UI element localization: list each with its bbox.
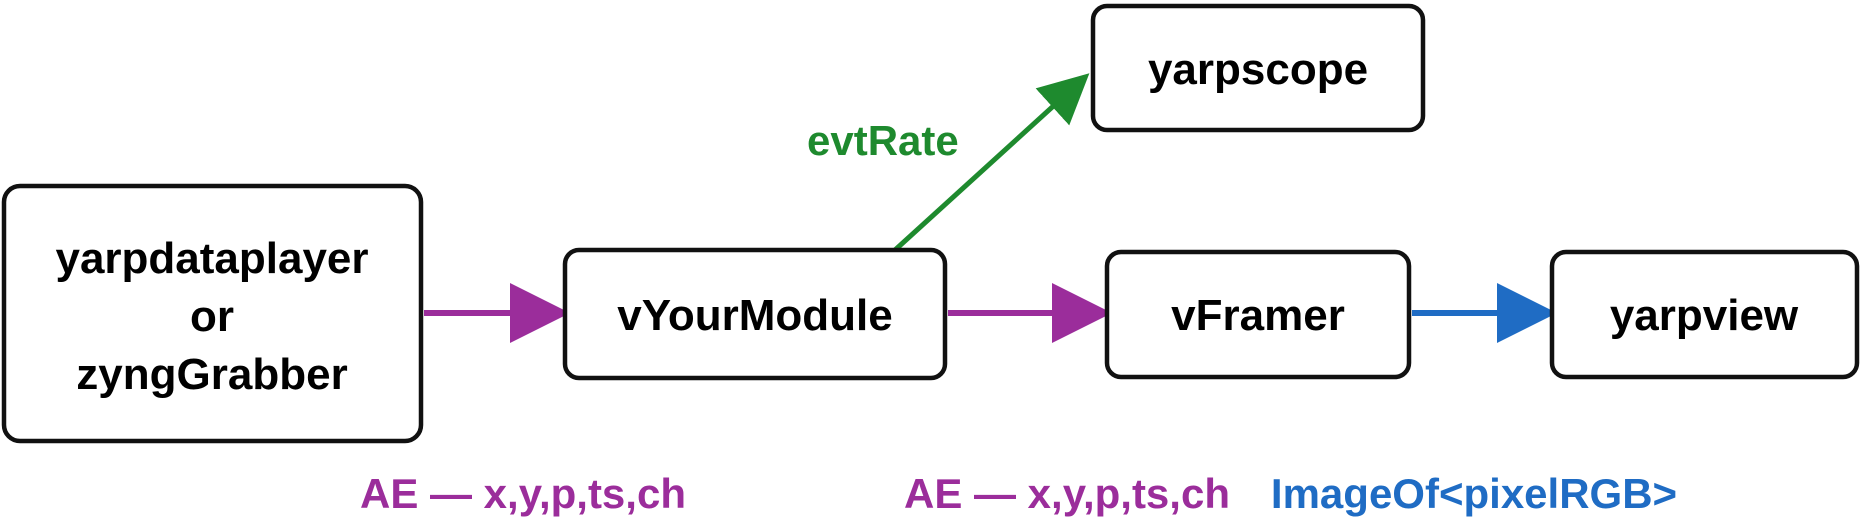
edge-module-to-scope-line (893, 73, 1090, 252)
node-scope-box (1090, 3, 1426, 133)
node-framer: vFramer (1104, 249, 1412, 380)
node-view-label: yarpview (1610, 291, 1799, 340)
node-view: yarpview (1549, 249, 1860, 380)
edge-source-to-module-label: AE — x,y,p,ts,ch (360, 470, 686, 517)
node-scope-label: yarpscope (1148, 45, 1368, 94)
node-scope: yarpscope (1090, 3, 1426, 133)
node-source-label-line-3: zyngGrabber (76, 350, 347, 399)
edge-source-to-module: AE — x,y,p,ts,ch (360, 283, 686, 517)
edge-module-to-framer: AE — x,y,p,ts,ch (904, 283, 1230, 517)
edge-module-to-scope-label: evtRate (807, 117, 959, 164)
edge-module-to-framer-label: AE — x,y,p,ts,ch (904, 470, 1230, 517)
edge-framer-to-view: ImageOf<pixelRGB> (1271, 283, 1677, 517)
node-framer-box (1104, 249, 1412, 380)
node-module-box (562, 247, 948, 381)
node-module: vYourModule (562, 247, 948, 381)
node-framer-label: vFramer (1171, 291, 1345, 340)
edge-module-to-scope: evtRate (807, 73, 1090, 252)
node-source-box (1, 183, 424, 444)
node-module-label: vYourModule (617, 291, 892, 340)
node-source-label-line-1: yarpdataplayer (55, 234, 368, 283)
node-source: yarpdataplayer or zyngGrabber (1, 183, 424, 444)
node-source-label-line-2: or (190, 292, 234, 341)
edge-framer-to-view-label: ImageOf<pixelRGB> (1271, 470, 1677, 517)
node-view-box (1549, 249, 1860, 380)
